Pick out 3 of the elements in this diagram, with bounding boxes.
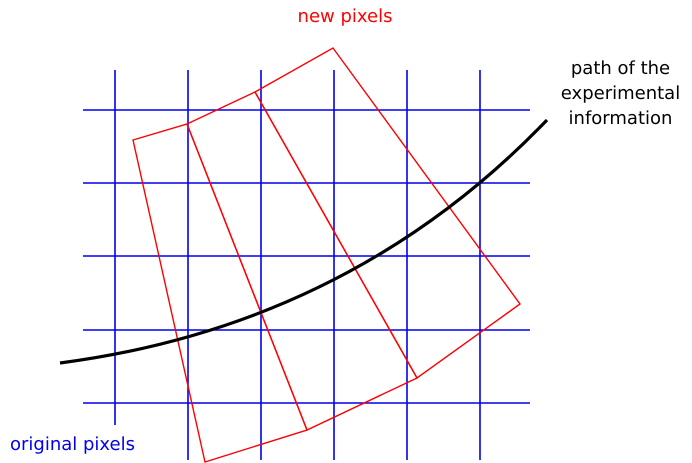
grid-label: original pixels xyxy=(10,433,136,457)
grid-label: new pixels xyxy=(296,5,394,29)
curve-label: path of the experimental information xyxy=(560,57,682,131)
